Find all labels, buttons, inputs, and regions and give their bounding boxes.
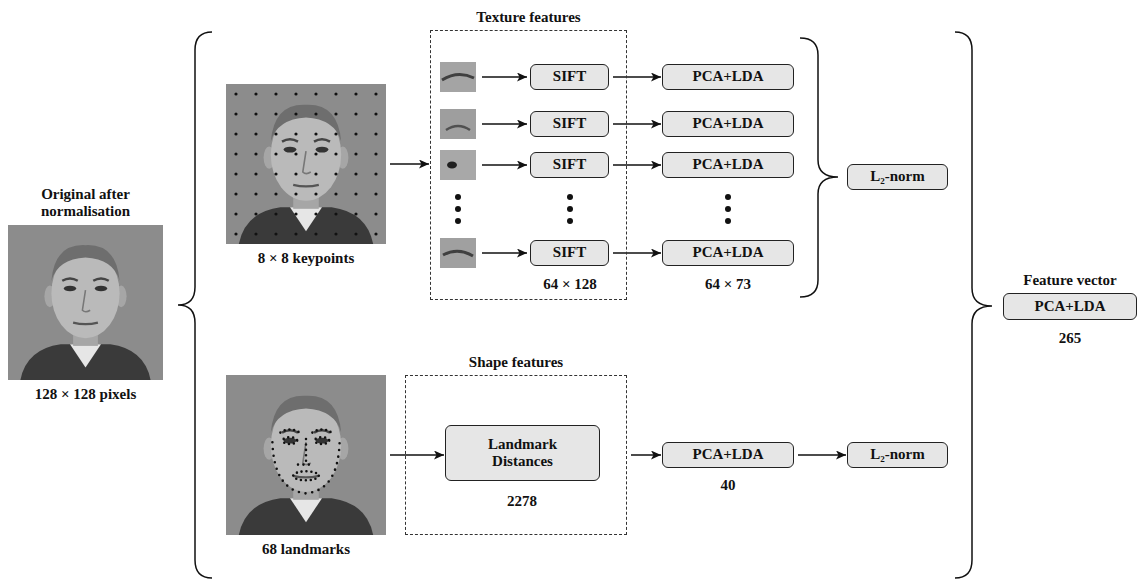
flow-arrow: [613, 123, 661, 125]
box-label: Landmark Distances: [463, 436, 583, 471]
dimension-label: 2278: [507, 493, 537, 510]
process-box: SIFT: [530, 111, 609, 137]
landmark-dots: [298, 439, 314, 465]
input-image: Original after normalisation128 × 128 pi…: [8, 225, 163, 380]
arrow-line: [482, 123, 527, 125]
image-patch: [440, 62, 476, 92]
box-label: PCA+LDA: [1034, 298, 1105, 315]
caption-text: Shape features: [396, 354, 636, 371]
box-label: PCA+LDA: [692, 446, 763, 463]
keypoint-image: 8 × 8 keypoints: [226, 84, 386, 244]
dot: [567, 206, 573, 212]
arrow-line: [482, 252, 527, 254]
process-box: SIFT: [530, 152, 609, 178]
curly-brace: [178, 32, 212, 578]
flow-arrow: [390, 163, 429, 165]
landmark-dots: [280, 429, 299, 432]
landmark-dots: [312, 429, 331, 432]
dimension-label: 40: [721, 477, 736, 494]
keypoint-grid: [226, 84, 386, 244]
box-label: PCA+LDA: [692, 244, 763, 261]
arrow-line: [482, 76, 527, 78]
group-box: Landmark DistancesShape features: [405, 375, 627, 535]
caption-text: Feature vector: [985, 272, 1145, 289]
image-patch: [440, 238, 476, 268]
process-box: PCA+LDA: [662, 111, 794, 137]
caption-text: Texture features: [419, 9, 639, 26]
dot: [567, 194, 573, 200]
process-box: PCA+LDA: [662, 442, 794, 468]
dimension-label: 265: [1059, 330, 1082, 347]
box-label: SIFT: [553, 68, 586, 85]
box-label: L₂-norm: [870, 168, 925, 185]
patch-detail: [443, 251, 473, 256]
dot: [725, 194, 731, 200]
box-label: SIFT: [553, 244, 586, 261]
landmark-set: [272, 429, 339, 493]
flow-arrow: [613, 252, 661, 254]
face-photo: [8, 225, 163, 380]
process-box: L₂-norm: [847, 442, 948, 468]
flow-arrow: [613, 164, 661, 166]
dot: [455, 206, 461, 212]
caption-text: 128 × 128 pixels: [35, 386, 136, 403]
face-photo: [226, 375, 386, 535]
box-label: SIFT: [553, 156, 586, 173]
process-box: PCA+LDA: [662, 240, 794, 266]
output-box: Feature vectorPCA+LDA: [1003, 293, 1137, 320]
landmark-image: 68 landmarks: [226, 375, 386, 535]
flow-arrow: [613, 76, 661, 78]
patch-detail: [446, 126, 470, 130]
curly-brace: [800, 38, 838, 297]
process-box: SIFT: [530, 64, 609, 90]
dot: [567, 218, 573, 224]
dimension-label: 64 × 73: [705, 276, 751, 293]
dimension-label: 64 × 128: [543, 276, 597, 293]
landmark-dots: [283, 437, 297, 444]
patch-detail: [442, 74, 474, 80]
caption-text: Original after normalisation: [6, 186, 166, 221]
flow-arrow: [631, 454, 661, 456]
caption-text: 68 landmarks: [262, 541, 350, 558]
curly-brace: [955, 32, 992, 578]
patch-arrows: [482, 77, 527, 253]
dot: [725, 206, 731, 212]
dot: [725, 218, 731, 224]
process-box: PCA+LDA: [662, 64, 794, 90]
flow-arrow: [390, 454, 444, 456]
patch-detail: [447, 162, 457, 169]
box-label: PCA+LDA: [692, 156, 763, 173]
flow-arrow: [798, 454, 846, 456]
image-patch: [440, 109, 476, 139]
process-box: Landmark Distances: [445, 425, 600, 481]
face-photo: [226, 84, 386, 244]
caption-text: 8 × 8 keypoints: [258, 250, 354, 267]
dot: [455, 194, 461, 200]
process-box: L₂-norm: [847, 164, 948, 190]
landmark-dots: [293, 471, 319, 480]
image-patch: [440, 150, 476, 180]
box-label: PCA+LDA: [692, 115, 763, 132]
process-box: PCA+LDA: [662, 152, 794, 178]
box-label: PCA+LDA: [692, 68, 763, 85]
connector-layer: [390, 77, 846, 455]
box-label: SIFT: [553, 115, 586, 132]
landmark-dots: [315, 437, 329, 444]
arrow-line: [482, 164, 527, 166]
group-box: SIFTSIFTSIFTSIFTTexture features: [430, 30, 627, 300]
ellipsis-dots: [455, 194, 731, 224]
dot: [455, 218, 461, 224]
process-box: SIFT: [530, 240, 609, 266]
patch-set: [440, 62, 476, 268]
box-label: L₂-norm: [870, 446, 925, 463]
